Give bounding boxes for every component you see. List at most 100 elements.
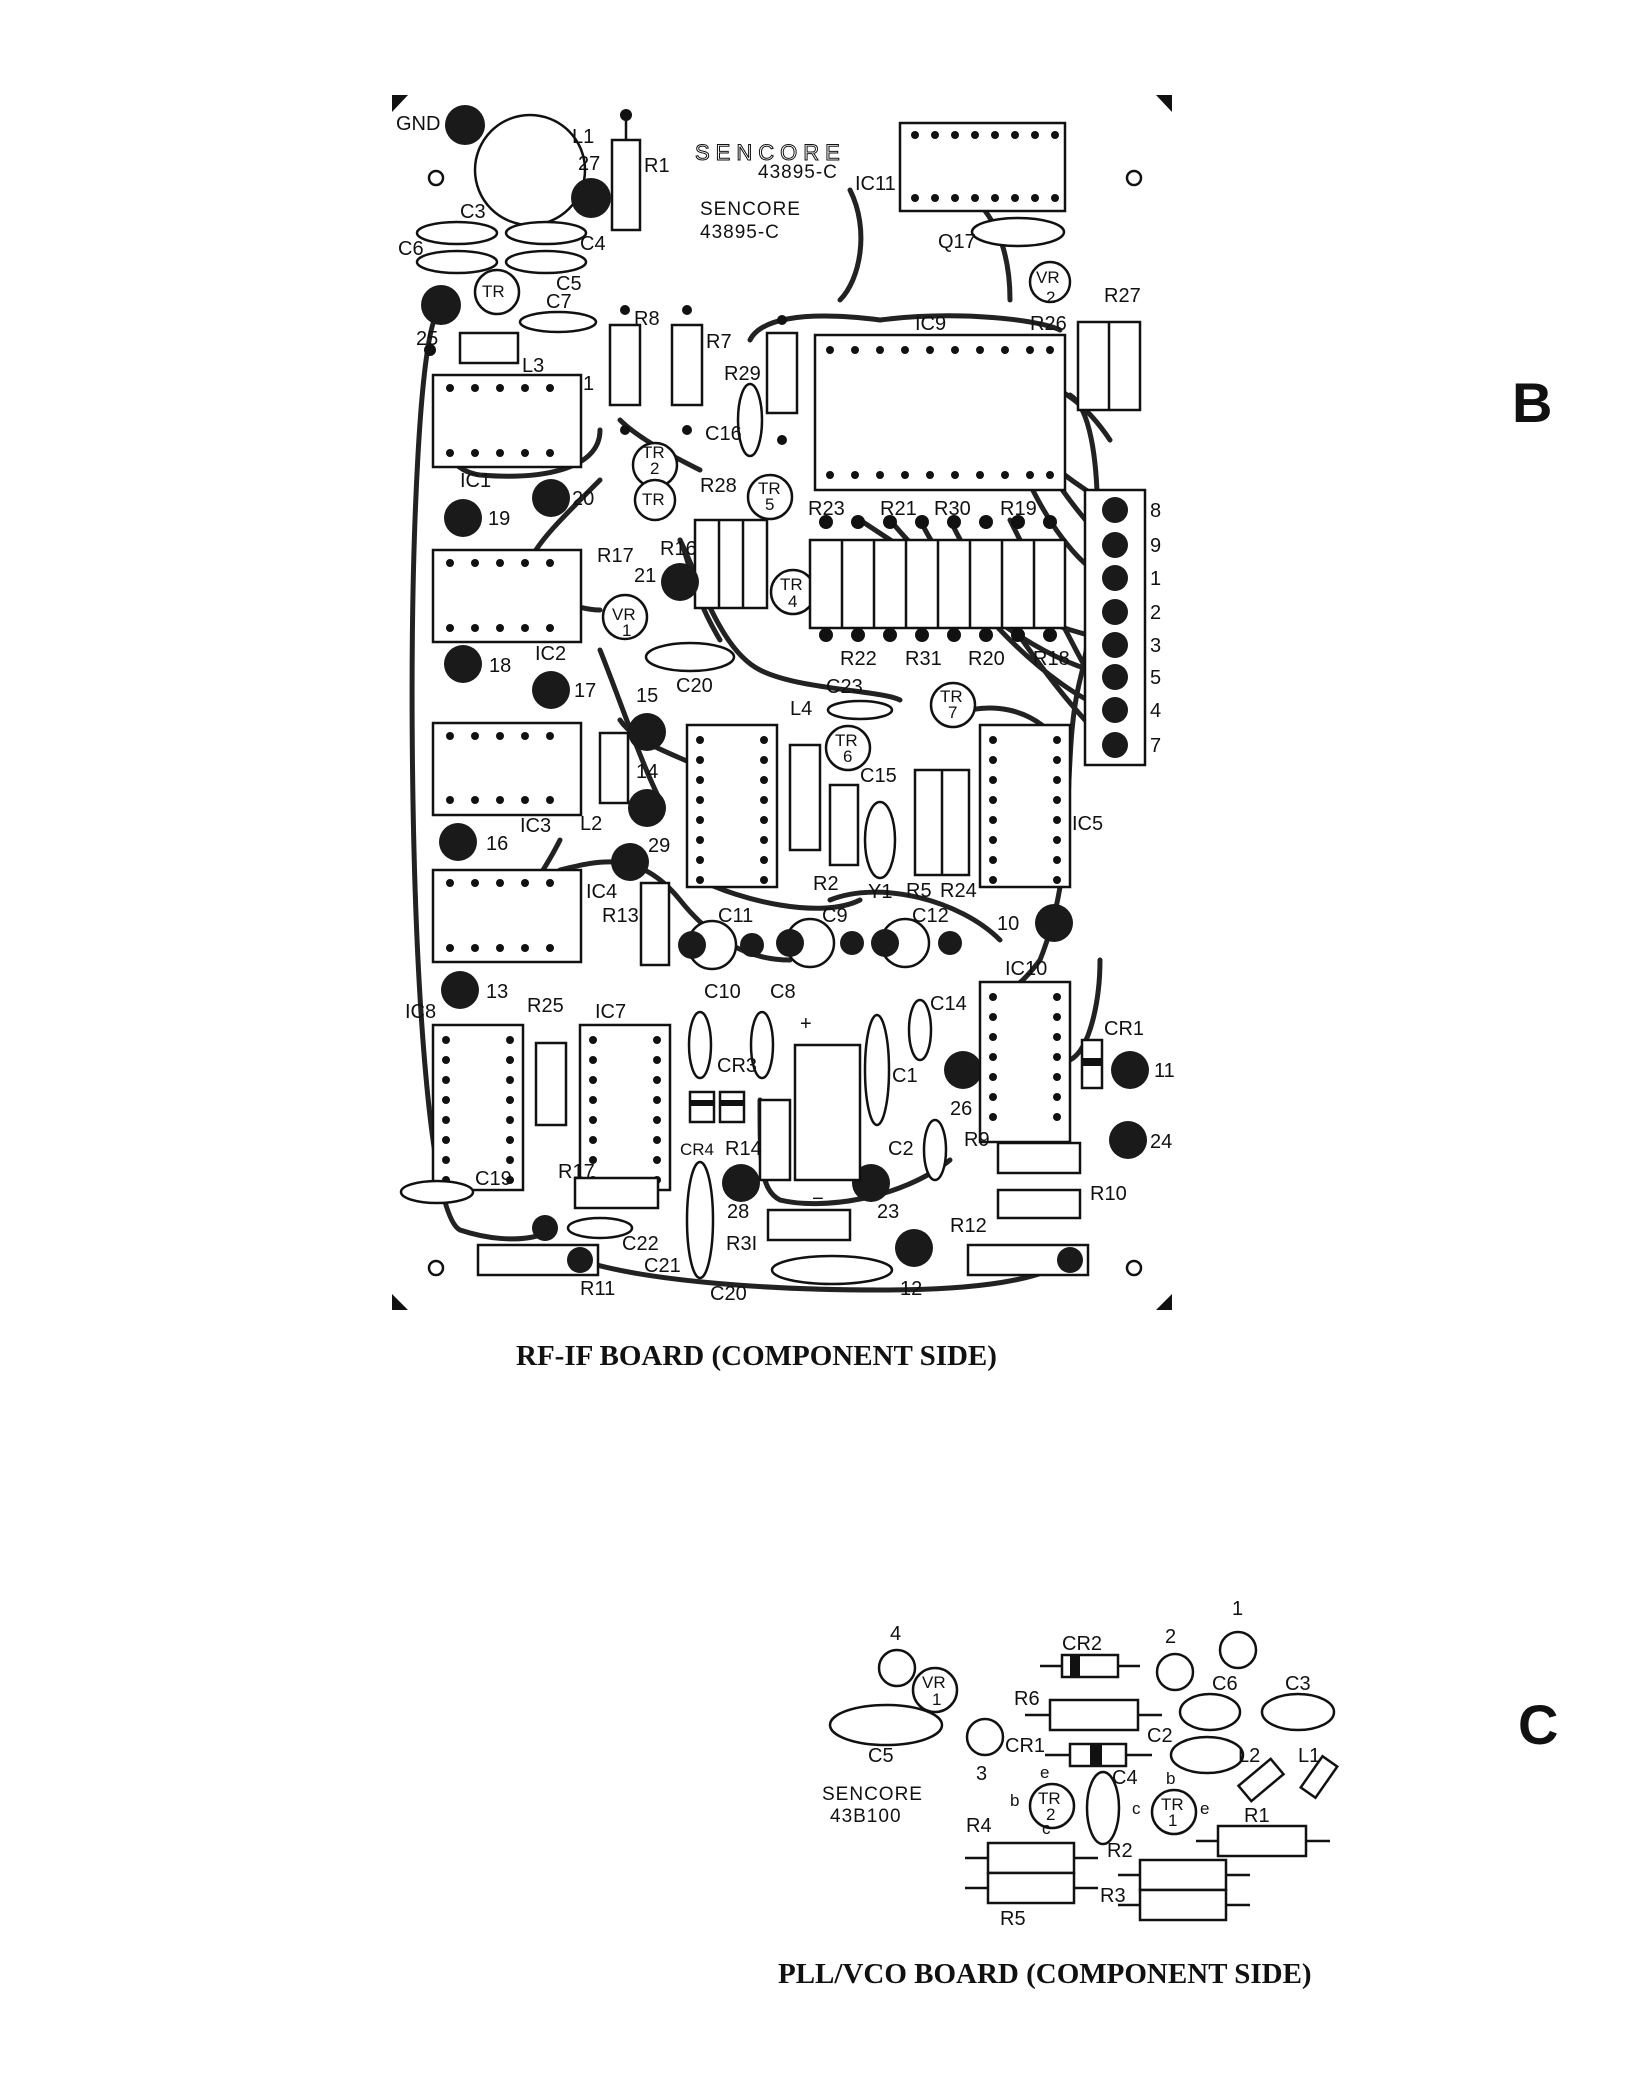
label-tr2: TR <box>642 443 665 462</box>
r25-resistor <box>534 1041 568 1127</box>
label-c20: C20 <box>676 675 713 697</box>
label-r27: R27 <box>1104 285 1141 307</box>
label-r1: R1 <box>644 155 670 177</box>
label-pll-cr2: CR2 <box>1062 1633 1102 1655</box>
tr6-transistor <box>824 724 872 772</box>
label-tr7: TR <box>940 687 963 706</box>
label-r17b: R17 <box>558 1161 595 1183</box>
label-pll-cr1: CR1 <box>1005 1735 1045 1757</box>
label-vr1-num: 1 <box>622 621 631 640</box>
label-ic4: IC4 <box>586 881 617 903</box>
label-27: 27 <box>578 153 600 175</box>
label-cr3: CR3 <box>717 1055 757 1077</box>
label-13: 13 <box>486 981 508 1003</box>
label-r22: R22 <box>840 648 877 670</box>
label-r19: R19 <box>1000 498 1037 520</box>
label-ic9: IC9 <box>915 313 946 335</box>
label-c1: C1 <box>892 1065 918 1087</box>
r8-resistor <box>608 323 642 407</box>
capacitors-top-left <box>415 220 598 334</box>
label-r13: R13 <box>602 905 639 927</box>
label-r18: R18 <box>1033 648 1070 670</box>
label-ic5: IC5 <box>1072 813 1103 835</box>
label-conn-7: 7 <box>1150 735 1161 757</box>
label-conn-9: 9 <box>1150 535 1161 557</box>
label-r8: R8 <box>634 308 660 330</box>
c14-capacitor <box>907 998 933 1062</box>
label-vr2-num: 2 <box>1046 288 1055 307</box>
label-pll-r3: R3 <box>1100 1885 1126 1907</box>
label-r11: R11 <box>580 1278 615 1300</box>
label-tr-top: TR <box>482 282 505 301</box>
label-10: 10 <box>997 913 1019 935</box>
label-cr1: CR1 <box>1104 1018 1144 1040</box>
label-r9: R9 <box>964 1129 990 1151</box>
cr4-diode <box>688 1090 716 1124</box>
label-26: 26 <box>950 1098 972 1120</box>
label-c23: C23 <box>826 676 863 698</box>
pll-vco-board <box>828 1630 1340 1922</box>
label-24: 24 <box>1150 1131 1172 1153</box>
label-r3i: R3I <box>726 1233 757 1255</box>
label-conn-8: 8 <box>1150 500 1161 522</box>
label-gnd: GND <box>396 113 440 135</box>
corner-marker <box>392 1294 408 1310</box>
label-minus: − <box>812 1188 824 1210</box>
label-c10: C10 <box>704 981 741 1003</box>
r1-resistor <box>610 138 642 232</box>
c1-capacitor <box>863 1013 891 1127</box>
label-y1: Y1 <box>868 881 892 903</box>
brand-number: 43895-C <box>700 222 780 243</box>
label-r10: R10 <box>1090 1183 1127 1205</box>
label-r28: R28 <box>700 475 737 497</box>
c8-capacitor <box>749 1010 775 1080</box>
label-ic10: IC10 <box>1005 958 1047 980</box>
label-cr4: CR4 <box>680 1140 714 1159</box>
section-letter-c: C <box>1518 1693 1559 1756</box>
label-ic8: IC8 <box>405 1001 436 1023</box>
label-pll-1: 1 <box>1232 1598 1243 1620</box>
label-r14: R14 <box>725 1138 762 1160</box>
label-r30: R30 <box>934 498 971 520</box>
label-21: 21 <box>634 565 656 587</box>
label-23: 23 <box>877 1201 899 1223</box>
label-pll-c3: C3 <box>1285 1673 1311 1695</box>
label-ic7: IC7 <box>595 1001 626 1023</box>
c10-capacitor <box>687 1010 713 1080</box>
r17-resistor <box>573 1176 660 1210</box>
c21-capacitor <box>685 1160 715 1280</box>
label-pll-b2: b <box>1166 1769 1175 1788</box>
corner-marker <box>1156 95 1172 112</box>
label-q17: Q17 <box>938 231 976 253</box>
label-conn-3: 3 <box>1150 635 1161 657</box>
label-tr3: TR <box>642 490 665 509</box>
brand-outline-text: SENCORE <box>695 140 846 165</box>
corner-marker <box>1156 1294 1172 1310</box>
corner-marker <box>392 95 408 112</box>
label-tr4-num: 4 <box>788 592 797 611</box>
pll-vco-board-labels: 4 VR 1 CR2 2 1 R6 C6 C3 C5 3 CR1 C2 L2 L… <box>822 1598 1320 1930</box>
label-pll-4: 4 <box>890 1623 901 1645</box>
label-r17: R17 <box>597 545 634 567</box>
label-c3: C3 <box>460 201 486 223</box>
label-c15: C15 <box>860 765 897 787</box>
label-ic2: IC2 <box>535 643 566 665</box>
label-c21: C21 <box>644 1255 681 1277</box>
rf-if-board-labels: SENCORE 43895-C SENCORE 43895-C GND L1 2… <box>396 113 1175 1305</box>
pll-brand-number: 43B100 <box>830 1806 902 1827</box>
label-11: 11 <box>1154 1060 1175 1082</box>
label-pll-e1: e <box>1040 1763 1049 1782</box>
label-r5: R5 <box>906 880 932 902</box>
label-c11: C11 <box>718 905 753 927</box>
ic2-chip <box>431 548 583 644</box>
label-r7: R7 <box>706 331 732 353</box>
label-pll-e2: e <box>1200 1799 1209 1818</box>
label-16: 16 <box>486 833 508 855</box>
label-pll-tr1-num: 1 <box>1168 1811 1177 1830</box>
label-pll-l2: L2 <box>1238 1745 1260 1767</box>
c20b-capacitor <box>770 1254 894 1286</box>
brand-text: SENCORE <box>700 199 801 220</box>
label-r24: R24 <box>940 880 977 902</box>
label-tr5-num: 5 <box>765 495 774 514</box>
vr1-regulator <box>601 593 649 641</box>
